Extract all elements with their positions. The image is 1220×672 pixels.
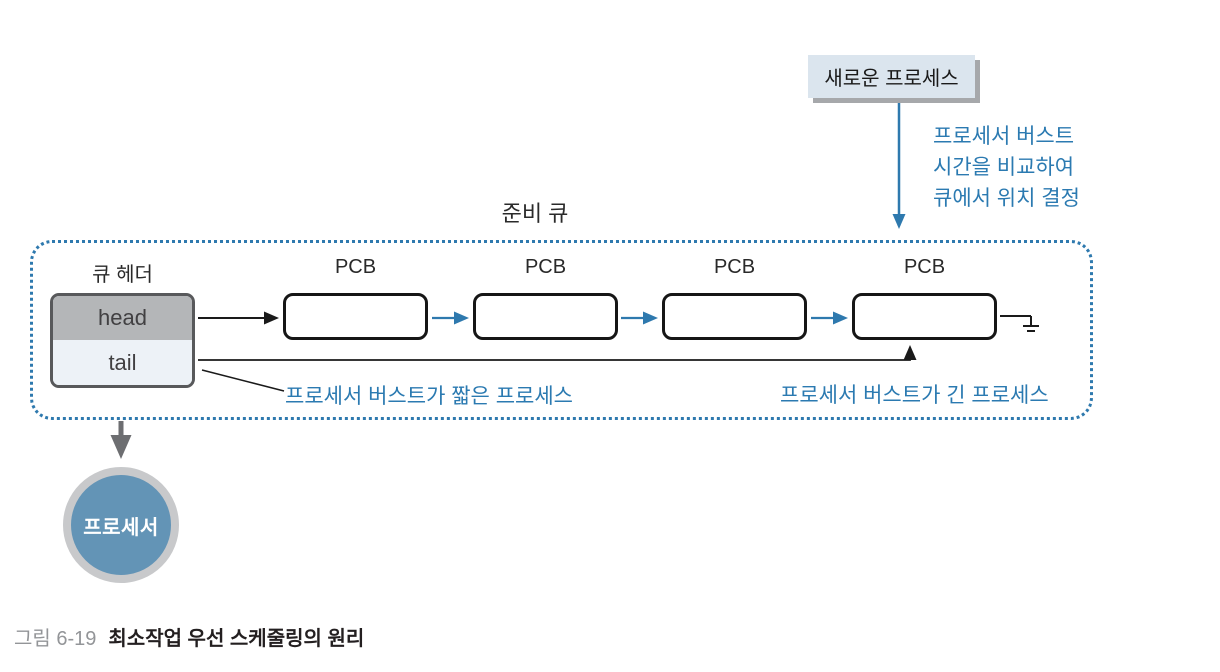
pcb-label-2: PCB <box>524 256 567 278</box>
new-process-box: 새로운 프로세스 <box>808 55 975 98</box>
queue-header-label: 큐 헤더 <box>92 264 153 286</box>
ready-queue-label: 준비 큐 <box>501 201 569 226</box>
pcb-box-3 <box>662 293 807 340</box>
burst-decision-note: 프로세서 버스트 시간을 비교하여 큐에서 위치 결정 <box>933 121 1080 214</box>
pcb-box-1 <box>283 293 428 340</box>
long-burst-label: 프로세서 버스트가 긴 프로세스 <box>780 384 1049 407</box>
burst-decision-note-line: 프로세서 버스트 <box>933 125 1075 148</box>
figure-title: 최소작업 우선 스케줄링의 원리 <box>108 628 365 650</box>
pcb-box-4 <box>852 293 997 340</box>
ready-queue-boundary <box>30 240 1093 420</box>
new-process-label: 새로운 프로세스 <box>824 68 959 90</box>
figure-caption: 그림 6-19 최소작업 우선 스케줄링의 원리 <box>14 622 364 651</box>
queue-header-head-cell: head <box>53 296 192 340</box>
pcb-label-4: PCB <box>903 256 946 278</box>
processor-label: 프로세서 <box>83 516 159 539</box>
queue-header-box: head tail <box>50 293 195 388</box>
processor-circle: 프로세서 <box>63 467 179 583</box>
burst-decision-note-line: 큐에서 위치 결정 <box>933 187 1080 210</box>
short-burst-label: 프로세서 버스트가 짧은 프로세스 <box>285 385 573 408</box>
figure-number: 그림 6-19 <box>14 628 97 650</box>
pcb-label-1: PCB <box>334 256 377 278</box>
queue-header-tail-cell: tail <box>53 340 192 385</box>
pcb-label-3: PCB <box>713 256 756 278</box>
burst-decision-note-line: 시간을 비교하여 <box>933 156 1075 179</box>
pcb-box-2 <box>473 293 618 340</box>
